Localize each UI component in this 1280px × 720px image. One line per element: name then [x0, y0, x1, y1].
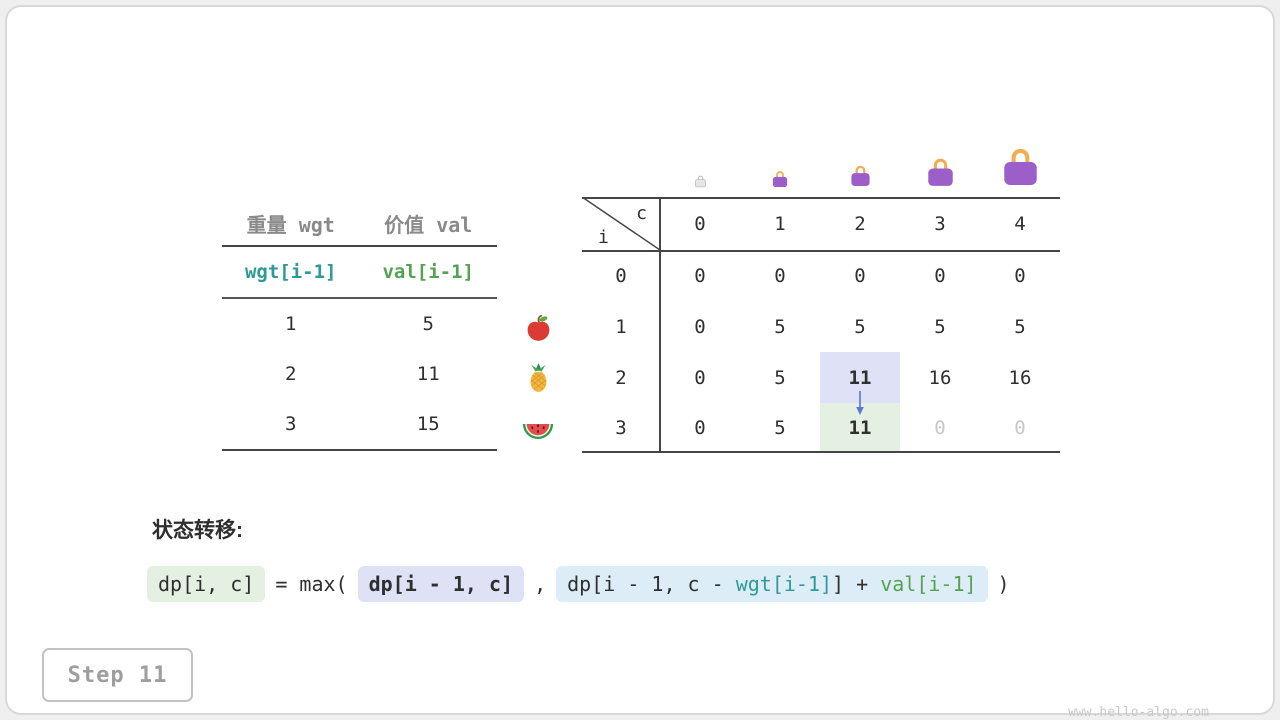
dp-row-header: 2: [615, 366, 627, 389]
dp-col-header: 0: [694, 212, 706, 235]
formula-arg2-val: val[i-1]: [880, 572, 977, 596]
dp-col-header: 3: [934, 212, 946, 235]
dp-grid: c i 0 1 2 3 4 0 0 0 0 0 0 1 0 5 5 5 5: [582, 197, 1060, 453]
dp-cell: 0: [1014, 264, 1026, 287]
dp-col-header: 2: [854, 212, 866, 235]
weights-row-3: 3 15: [222, 399, 497, 449]
weights-table: 重量 wgt 价值 val wgt[i-1] val[i-1] 1 5 2 11…: [222, 202, 497, 451]
diagonal-line: [582, 197, 660, 250]
dp-cell: 0: [934, 264, 946, 287]
weight-column-header: 重量 wgt: [246, 213, 335, 237]
divider: [582, 197, 1060, 199]
corner-label-c: c: [636, 203, 647, 224]
apple-icon: [519, 310, 557, 346]
corner-label-i: i: [598, 227, 609, 248]
dp-cell: 0: [854, 264, 866, 287]
dp-col-header: 1: [774, 212, 786, 235]
divider: [659, 197, 661, 453]
dp-cell: 16: [1008, 366, 1032, 389]
bag-icon-capacity-4: [1003, 148, 1037, 185]
divider: [222, 448, 497, 451]
dp-cell: 5: [774, 417, 786, 439]
formula-lhs: dp[i, c]: [147, 566, 266, 602]
arrow-down-icon: [856, 391, 864, 415]
formula-arg2-wgt: wgt[i-1]: [735, 572, 833, 596]
figure-card: 重量 wgt 价值 val wgt[i-1] val[i-1] 1 5 2 11…: [5, 5, 1275, 720]
formula-arg1: dp[i - 1, c]: [357, 566, 525, 602]
watermark: www.hello-algo.com: [1068, 705, 1209, 720]
pineapple-icon: [519, 359, 557, 395]
dp-cell: 5: [934, 315, 946, 338]
bag-icon-capacity-3: [927, 158, 953, 186]
wgt-formula-label: wgt[i-1]: [244, 261, 337, 283]
weight-value: 2: [285, 362, 297, 385]
formula-equals-max: = max(: [275, 572, 348, 596]
item-value: 11: [416, 362, 440, 385]
dp-cell: 0: [1014, 417, 1026, 439]
dp-row-header: 0: [615, 264, 627, 287]
transition-heading: 状态转移:: [152, 519, 243, 542]
capacity-bags: [660, 137, 1060, 188]
step-badge: Step 11: [42, 648, 193, 702]
dp-cell: 0: [694, 315, 706, 338]
bag-icon-capacity-0: [694, 175, 706, 188]
dp-corner-cell: c i: [582, 197, 660, 250]
formula-closing-paren: ): [997, 572, 1010, 596]
step-label: Step 11: [67, 662, 168, 688]
dp-row-header: 3: [615, 417, 627, 439]
weights-row-1: 1 5: [222, 299, 497, 349]
dp-cell: 0: [694, 264, 706, 287]
dp-cell: 5: [774, 366, 786, 389]
divider: [222, 297, 497, 299]
watermelon-icon: [519, 413, 557, 449]
formula-arg2: dp[i - 1, c - wgt[i-1]] + val[i-1]: [556, 566, 988, 602]
weight-value: 3: [285, 412, 297, 435]
value-column-header: 价值 val: [384, 213, 473, 237]
transition-formula: dp[i, c] = max( dp[i - 1, c] , dp[i - 1,…: [147, 566, 1010, 602]
dp-row-header: 1: [615, 315, 627, 338]
weights-formula-row: wgt[i-1] val[i-1]: [222, 247, 497, 297]
dp-cell: 0: [934, 417, 946, 439]
formula-arg2-part2: ] +: [832, 572, 881, 596]
dp-cell-highlight-source: 11: [848, 366, 872, 389]
dp-cell: 16: [928, 366, 952, 389]
divider: [582, 451, 1060, 453]
weights-row-2: 2 11: [222, 349, 497, 399]
dp-cell: 0: [774, 264, 786, 287]
dp-col-header: 4: [1014, 212, 1026, 235]
formula-arg2-part1: dp[i - 1, c -: [567, 572, 736, 596]
bag-icon-capacity-2: [850, 165, 870, 187]
item-value: 15: [416, 412, 440, 435]
dp-cell: 5: [1014, 315, 1026, 338]
divider: [582, 250, 1060, 252]
dp-cell-highlight-target: 11: [848, 417, 872, 439]
item-value: 5: [422, 312, 434, 335]
dp-cell: 0: [694, 417, 706, 439]
bag-icon-capacity-1: [772, 170, 788, 187]
weight-value: 1: [285, 312, 297, 335]
dp-table: c i 0 1 2 3 4 0 0 0 0 0 0 1 0 5 5 5 5: [582, 137, 1062, 459]
formula-comma: ,: [534, 572, 547, 596]
val-formula-label: val[i-1]: [382, 261, 474, 283]
divider: [222, 245, 497, 247]
dp-cell: 0: [694, 366, 706, 389]
dp-cell: 5: [774, 315, 786, 338]
dp-cell: 5: [854, 315, 866, 338]
weights-table-header-row: 重量 wgt 价值 val: [222, 202, 497, 245]
